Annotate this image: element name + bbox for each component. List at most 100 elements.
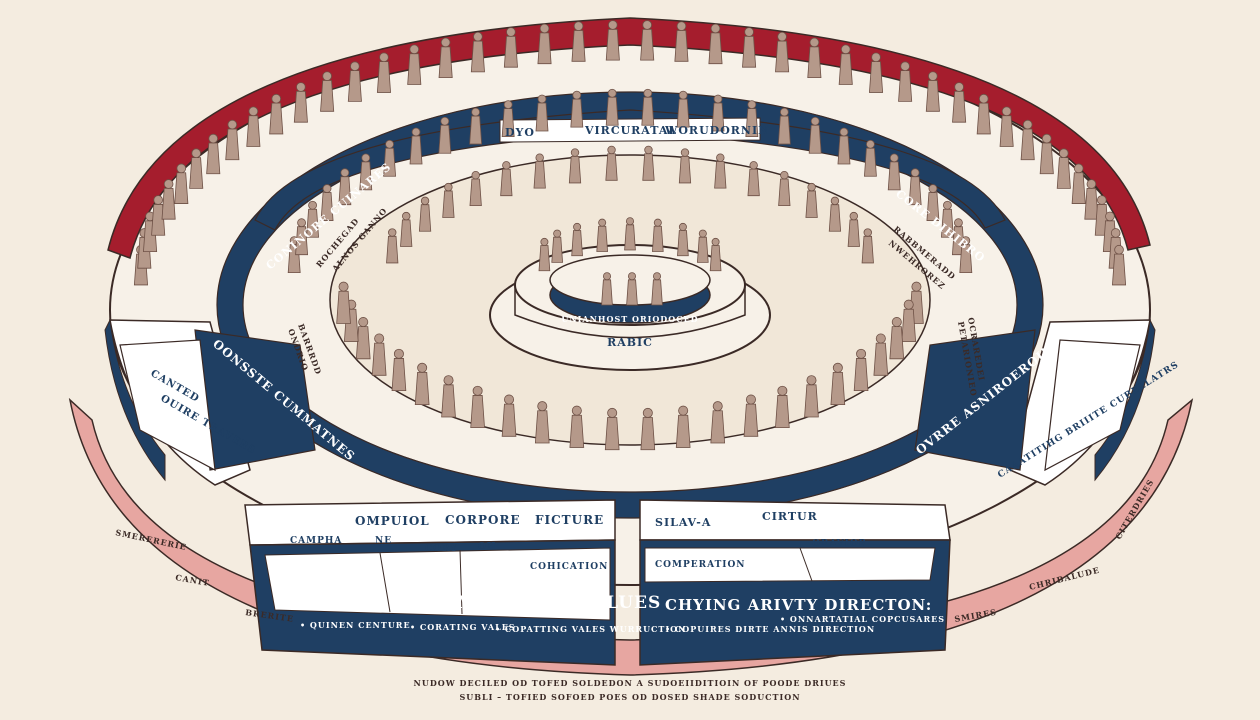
standing-figure [1112, 244, 1127, 286]
standing-figure [640, 407, 656, 451]
standing-figure [925, 71, 940, 112]
front-sub-1: CAMPHA [290, 536, 342, 546]
standing-figure [320, 184, 334, 221]
standing-figure [569, 405, 585, 448]
standing-figure [605, 20, 620, 61]
standing-figure [869, 52, 884, 93]
standing-figure [501, 394, 517, 437]
front-bullet-1: • QUINEN CENTURE [300, 620, 411, 630]
front-sub-3: CORY [425, 544, 458, 554]
standing-figure [889, 317, 905, 360]
front-sub-2: NE [375, 536, 392, 546]
standing-figure [952, 82, 967, 123]
standing-figure [604, 407, 620, 451]
standing-figure [418, 196, 432, 232]
standing-figure [571, 21, 586, 62]
front-panel-left-inner [264, 547, 611, 621]
standing-figure [696, 229, 709, 263]
standing-figure [503, 27, 518, 68]
standing-figure [777, 107, 791, 145]
standing-figure [500, 161, 513, 197]
standing-figure [151, 195, 166, 236]
divider-right-1 [799, 547, 813, 582]
standing-figure [306, 200, 320, 238]
front-title: COLOL OF COMPETTING VALUES [298, 593, 661, 613]
standing-figure [338, 168, 352, 206]
standing-figure [747, 161, 760, 197]
standing-figure [926, 184, 940, 221]
standing-figure [376, 52, 391, 93]
standing-figure [161, 179, 176, 220]
outer-wall-left-navy [104, 318, 166, 482]
standing-figure [676, 90, 690, 128]
standing-figure [828, 196, 842, 232]
standing-figure [551, 229, 564, 263]
standing-figure [674, 21, 689, 62]
front-header-3: FICTURE [535, 513, 604, 527]
label-center-top: UNIANHOST ORIODOCED [561, 314, 698, 324]
footer-line-2: SUBLI – TOFIED SOFOED POES OD DOSED SHAD… [459, 692, 800, 702]
standing-figure [409, 127, 423, 165]
standing-figure [320, 71, 335, 112]
standing-figure [742, 27, 757, 68]
standing-figure [206, 133, 221, 175]
standing-figure [1039, 133, 1054, 175]
standing-figure [711, 94, 725, 132]
label-upper-1: DYO [505, 126, 535, 139]
right-side-white-band [1044, 339, 1141, 472]
standing-figure [898, 61, 913, 102]
standing-figure [710, 401, 726, 444]
standing-figure [359, 153, 373, 191]
standing-figure [873, 333, 889, 376]
standing-figure [624, 217, 636, 251]
standing-figure [535, 94, 549, 132]
label-upper-3: WORUDORNIN [664, 124, 769, 137]
front-sub-4: OH [478, 542, 496, 552]
standing-figure [837, 127, 851, 165]
standing-figure [246, 106, 261, 147]
standing-figure [441, 375, 456, 418]
front-header-1: OMPUIOL [355, 514, 430, 528]
standing-figure [501, 100, 515, 138]
standing-figure [1020, 119, 1035, 161]
standing-figure [386, 228, 399, 264]
divider-left-2 [459, 549, 463, 615]
standing-figure [778, 170, 791, 206]
label-center-base: RABIC [607, 336, 653, 349]
standing-figure [295, 218, 309, 256]
standing-figure [775, 385, 790, 429]
standing-figure [743, 394, 759, 437]
right-bullet-1: • COPUIRES DIRTE ANNIS DIRECTION [665, 624, 875, 634]
second-ring [217, 92, 1043, 518]
standing-figure [438, 116, 452, 154]
standing-figure [863, 139, 877, 177]
standing-figure [775, 31, 790, 73]
standing-figure [605, 88, 619, 126]
standing-figure [470, 385, 485, 429]
standing-figure [400, 211, 413, 247]
standing-figure [371, 333, 387, 376]
standing-figure [745, 100, 759, 138]
standing-figure [189, 148, 204, 189]
front-bullet-3: • COPATTING VALES WURRUCTION [495, 624, 686, 634]
right-title: CHYING ARIVTY DIRECTON: [665, 596, 932, 614]
standing-figure [626, 272, 638, 306]
standing-figure [533, 153, 546, 189]
standing-figure [336, 281, 351, 324]
dais-wall [514, 285, 746, 339]
standing-figure [391, 348, 407, 392]
divider-left-1 [379, 552, 391, 613]
standing-figure [678, 148, 692, 184]
standing-figure [976, 93, 991, 135]
standing-figure [901, 299, 917, 342]
front-panel-right-inner [644, 547, 936, 583]
standing-figure [708, 23, 723, 65]
standing-figure [808, 116, 822, 154]
standing-figure [383, 139, 397, 177]
standing-figure [807, 37, 822, 79]
standing-figure [651, 218, 664, 252]
right-bullet-2: • ONNARTATIAL COPCUSARES [780, 614, 945, 624]
front-sub-5: COHICATION [530, 562, 608, 572]
